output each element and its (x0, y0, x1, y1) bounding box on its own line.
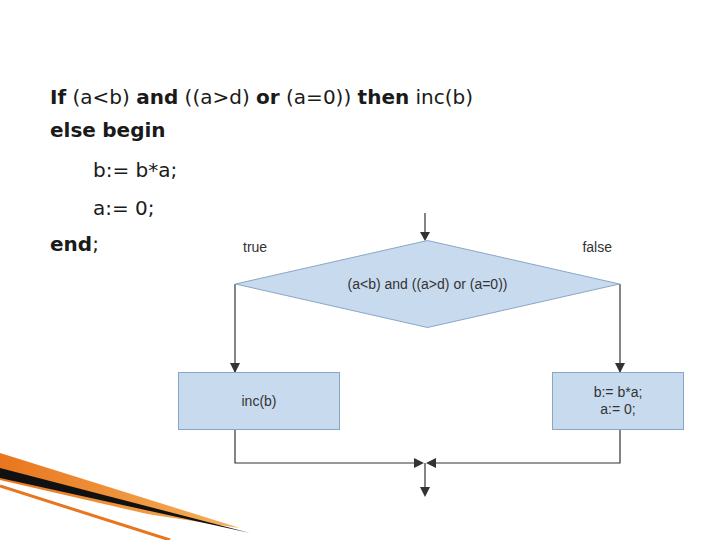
entry-line (424, 213, 425, 234)
corner-ribbon (0, 480, 260, 540)
arrowhead (420, 232, 430, 241)
arrowhead (414, 458, 424, 468)
merge-line (235, 430, 416, 463)
code-line: b:= b*a; (93, 158, 177, 182)
code-line: end; (50, 232, 99, 256)
node-text: inc(b) (241, 393, 276, 410)
arrowhead (426, 458, 436, 468)
arrowhead (420, 487, 430, 497)
node-text: b:= b*a; a:= 0; (583, 384, 653, 418)
code-line: else begin (50, 118, 166, 142)
branch-label: true (241, 239, 269, 255)
flow-connector (234, 284, 235, 372)
corner-stripe (0, 486, 170, 540)
node-text: (a<b) and ((a>d) or (a=0)) (348, 276, 508, 293)
flow-connector (619, 284, 620, 372)
process-box: b:= b*a; a:= 0; (552, 372, 684, 430)
code-line: a:= 0; (93, 196, 155, 220)
exit-line (424, 463, 425, 488)
branch-label: false (580, 239, 614, 255)
process-box: inc(b) (178, 372, 340, 430)
decision-diamond: (a<b) and ((a>d) or (a=0)) (235, 240, 620, 328)
code-line: If (a<b) and ((a>d) or (a=0)) then inc(b… (50, 85, 473, 109)
merge-line (434, 430, 620, 463)
